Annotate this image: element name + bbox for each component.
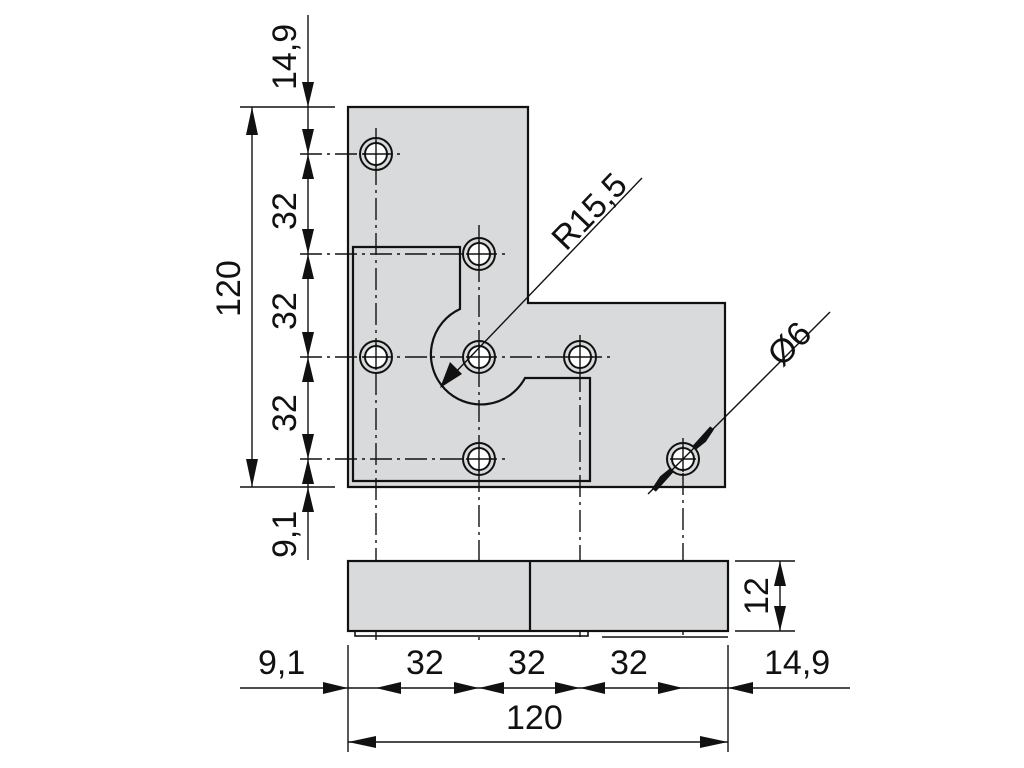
hole-icon — [359, 137, 393, 171]
diameter-arrow-top — [692, 426, 715, 450]
dim-right-offset: 14,9 — [764, 644, 830, 682]
thickness-dimension — [735, 560, 795, 632]
diameter-leader — [647, 311, 831, 495]
vertical-dimensions — [240, 15, 335, 560]
dim-h-pitch-3: 32 — [610, 644, 648, 682]
radius-leader — [451, 177, 643, 377]
dim-pitch-3: 32 — [266, 394, 304, 432]
radius-arrow — [440, 362, 462, 388]
plate-top-view — [346, 105, 727, 489]
thickness-label: 12 — [738, 577, 776, 615]
dim-pitch-1: 32 — [266, 192, 304, 230]
diameter-label: Ø6 — [760, 315, 819, 374]
dim-left-offset: 9,1 — [258, 644, 305, 682]
side-view-lip — [354, 630, 589, 637]
dim-pitch-2: 32 — [266, 292, 304, 330]
dim-bottom-offset: 9,1 — [266, 511, 304, 558]
diameter-arrow-bottom — [651, 468, 674, 492]
dim-total-height: 120 — [210, 260, 248, 317]
hole-icon — [462, 442, 496, 476]
hole-icon — [462, 340, 496, 374]
recess-outline — [351, 245, 592, 483]
dim-total-width: 120 — [506, 699, 563, 737]
hole-icon — [359, 340, 393, 374]
radius-label: R15,5 — [544, 166, 634, 258]
hole-icon — [462, 237, 496, 271]
dim-top-offset: 14,9 — [266, 24, 304, 90]
horizontal-dimensions — [240, 645, 850, 752]
dim-h-pitch-2: 32 — [508, 644, 546, 682]
hole-icon — [563, 340, 597, 374]
dim-h-pitch-1: 32 — [406, 644, 444, 682]
plate-side-view — [346, 559, 730, 633]
